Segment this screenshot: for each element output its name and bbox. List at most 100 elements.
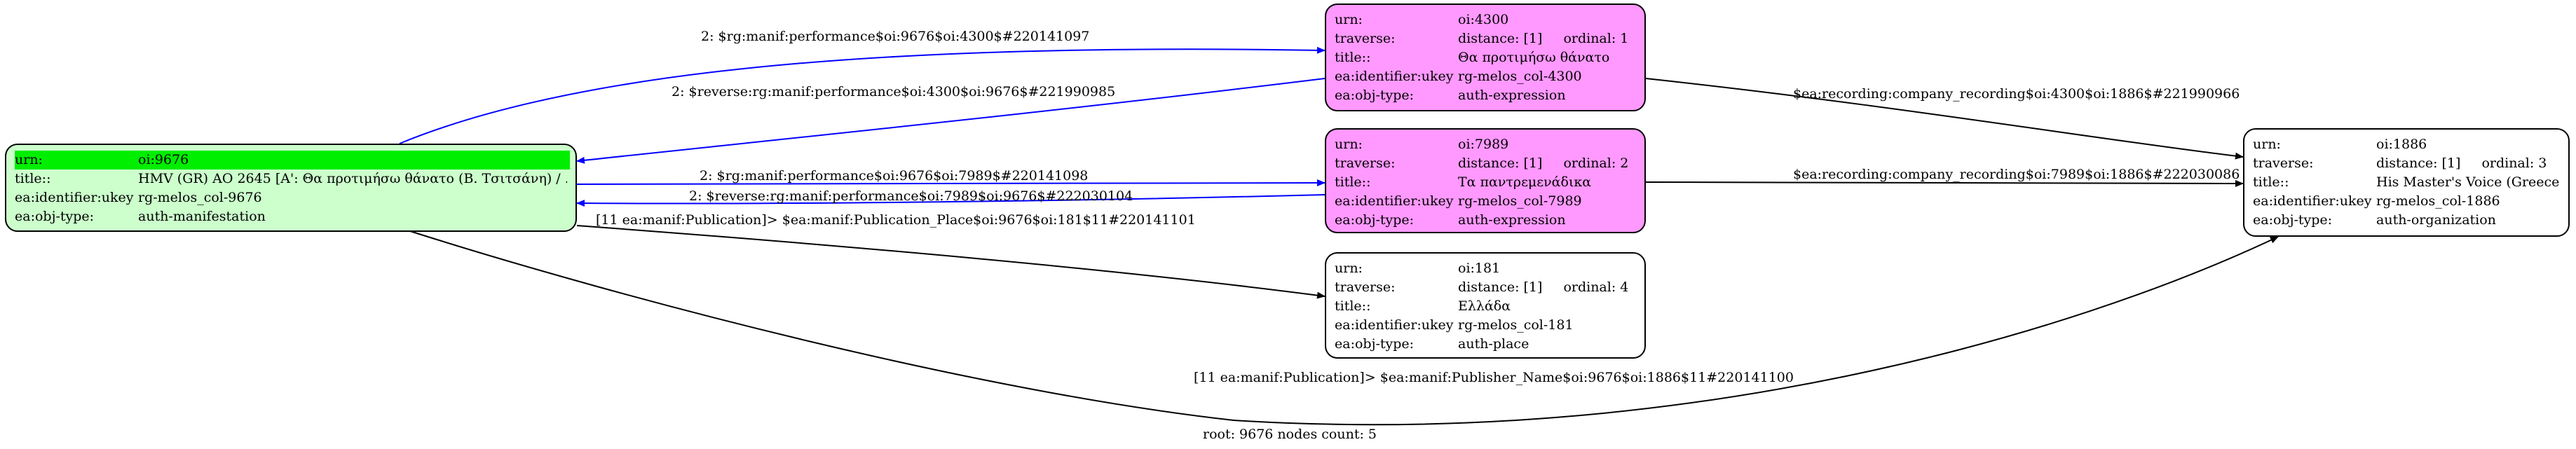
traverse-value: distance: [1] ordinal: 1 — [1458, 29, 1636, 48]
traverse-value: distance: [1] ordinal: 3 — [2376, 154, 2560, 173]
title-key: title:: — [2253, 174, 2289, 190]
edge-performance-4300 — [399, 46, 1326, 144]
ordinal-value: ordinal: 3 — [2481, 156, 2547, 171]
obj-type-key: ea:obj-type: — [2253, 212, 2333, 228]
distance-value: distance: [1] — [2376, 156, 2461, 171]
identifier-value: rg-melos_col-4300 — [1458, 69, 1582, 84]
edge-label-publisher-name: [11 ea:manif:Publication]> $ea:manif:Pub… — [1194, 370, 1794, 385]
edge-reverse-performance-7989 — [576, 194, 1326, 207]
urn-key: urn: — [2253, 137, 2281, 152]
obj-type-value: auth-expression — [1458, 212, 1566, 228]
traverse-value: distance: [1] ordinal: 4 — [1458, 278, 1636, 297]
traverse-key: traverse: — [1335, 156, 1396, 171]
identifier-row: ea:identifier:ukey rg-melos_col-1886 — [2253, 192, 2560, 211]
identifier-value: rg-melos_col-181 — [1458, 317, 1574, 333]
ordinal-value: ordinal: 4 — [1563, 279, 1629, 295]
ordinal-value: ordinal: 2 — [1563, 156, 1629, 171]
urn-row: urn: oi:4300 — [1335, 11, 1636, 29]
graph-caption: root: 9676 nodes count: 5 — [1203, 427, 1377, 442]
node-oi-9676[interactable]: urn: oi:9676 title:: HMV (GR) AO 2645 [Α… — [5, 144, 577, 232]
urn-key: urn: — [15, 152, 43, 167]
obj-type-value: auth-expression — [1458, 88, 1566, 103]
traverse-key: traverse: — [1335, 279, 1396, 295]
obj-type-row: ea:obj-type: auth-organization — [2253, 211, 2560, 230]
identifier-key: ea:identifier:ukey — [1335, 69, 1454, 84]
obj-type-row: ea:obj-type: auth-place — [1335, 335, 1636, 354]
obj-type-row: ea:obj-type: auth-expression — [1335, 86, 1636, 105]
identifier-row: ea:identifier:ukey rg-melos_col-7989 — [1335, 192, 1636, 211]
edge-label-publication-place: [11 ea:manif:Publication]> $ea:manif:Pub… — [596, 212, 1196, 228]
node-oi-1886[interactable]: urn: oi:1886 traverse: distance: [1] ordi… — [2243, 128, 2570, 237]
obj-type-value: auth-place — [1458, 336, 1529, 352]
edge-label-performance-7989: 2: $rg:manif:performance$oi:9676$oi:7989… — [700, 168, 1088, 184]
edge-reverse-performance-4300 — [576, 78, 1326, 164]
node-oi-4300[interactable]: urn: oi:4300 traverse: distance: [1] ordi… — [1325, 4, 1646, 111]
traverse-row: traverse: distance: [1] ordinal: 2 — [1335, 154, 1636, 173]
title-value: Θα προτιμήσω θάνατο — [1458, 50, 1610, 65]
title-row: title:: Ελλάδα — [1335, 297, 1636, 316]
obj-type-row: ea:obj-type: auth-manifestation — [15, 207, 567, 226]
obj-type-key: ea:obj-type: — [1335, 336, 1415, 352]
title-value: Ελλάδα — [1458, 298, 1511, 314]
traverse-row: traverse: distance: [1] ordinal: 3 — [2253, 154, 2560, 173]
identifier-row: ea:identifier:ukey rg-melos_col-181 — [1335, 316, 1636, 335]
edge-recording-4300 — [1645, 78, 2244, 160]
title-value: His Master's Voice (Greece) — [2376, 174, 2560, 190]
obj-type-key: ea:obj-type: — [15, 209, 95, 224]
urn-row: urn: oi:7989 — [1335, 135, 1636, 154]
title-value: HMV (GR) AO 2645 [Α': Θα προτιμήσω θάνατ… — [138, 171, 567, 186]
obj-type-key: ea:obj-type: — [1335, 212, 1415, 228]
distance-value: distance: [1] — [1458, 156, 1543, 171]
urn-value: oi:181 — [1458, 261, 1501, 276]
edge-label-performance-4300: 2: $rg:manif:performance$oi:9676$oi:4300… — [701, 29, 1089, 44]
identifier-value: rg-melos_col-9676 — [138, 190, 262, 205]
node-oi-181[interactable]: urn: oi:181 traverse: distance: [1] ordin… — [1325, 252, 1646, 359]
urn-row: urn: oi:181 — [1335, 259, 1636, 278]
edge-label-reverse-performance-4300: 2: $reverse:rg:manif:performance$oi:4300… — [672, 84, 1115, 99]
obj-type-value: auth-organization — [2376, 212, 2496, 228]
title-value: Τα παντρεμενάδικα — [1458, 174, 1592, 190]
title-key: title:: — [1335, 298, 1371, 314]
traverse-value: distance: [1] ordinal: 2 — [1458, 154, 1636, 173]
title-key: title:: — [15, 171, 51, 186]
urn-row: urn: oi:9676 — [15, 151, 570, 170]
identifier-row: ea:identifier:ukey rg-melos_col-9676 — [15, 188, 567, 207]
traverse-key: traverse: — [1335, 31, 1396, 46]
urn-key: urn: — [1335, 261, 1363, 276]
urn-value: oi:9676 — [138, 152, 189, 167]
urn-value: oi:7989 — [1458, 137, 1509, 152]
title-key: title:: — [1335, 174, 1371, 190]
identifier-key: ea:identifier:ukey — [15, 190, 134, 205]
edge-label-recording-7989: $ea:recording:company_recording$oi:7989$… — [1793, 167, 2240, 182]
title-row: title:: Θα προτιμήσω θάνατο — [1335, 48, 1636, 67]
traverse-row: traverse: distance: [1] ordinal: 4 — [1335, 278, 1636, 297]
title-row: title:: HMV (GR) AO 2645 [Α': Θα προτιμή… — [15, 170, 567, 188]
identifier-row: ea:identifier:ukey rg-melos_col-4300 — [1335, 67, 1636, 86]
identifier-key: ea:identifier:ukey — [1335, 193, 1454, 209]
title-row: title:: His Master's Voice (Greece) — [2253, 173, 2560, 192]
title-row: title:: Τα παντρεμενάδικα — [1335, 173, 1636, 192]
traverse-row: traverse: distance: [1] ordinal: 1 — [1335, 29, 1636, 48]
edge-performance-7989 — [576, 179, 1326, 187]
obj-type-row: ea:obj-type: auth-expression — [1335, 211, 1636, 230]
obj-type-key: ea:obj-type: — [1335, 88, 1415, 103]
identifier-value: rg-melos_col-7989 — [1458, 193, 1582, 209]
urn-key: urn: — [1335, 137, 1363, 152]
obj-type-value: auth-manifestation — [138, 209, 266, 224]
ordinal-value: ordinal: 1 — [1563, 31, 1629, 46]
urn-value: oi:1886 — [2376, 137, 2427, 152]
distance-value: distance: [1] — [1458, 279, 1543, 295]
identifier-key: ea:identifier:ukey — [1335, 317, 1454, 333]
edge-label-recording-4300: $ea:recording:company_recording$oi:4300$… — [1793, 86, 2240, 102]
identifier-key: ea:identifier:ukey — [2253, 193, 2372, 209]
traverse-key: traverse: — [2253, 156, 2314, 171]
node-oi-7989[interactable]: urn: oi:7989 traverse: distance: [1] ordi… — [1325, 128, 1646, 233]
identifier-value: rg-melos_col-1886 — [2376, 193, 2500, 209]
urn-row: urn: oi:1886 — [2253, 135, 2560, 154]
distance-value: distance: [1] — [1458, 31, 1543, 46]
urn-key: urn: — [1335, 12, 1363, 27]
edge-publication-place — [576, 225, 1326, 299]
title-key: title:: — [1335, 50, 1371, 65]
urn-value: oi:4300 — [1458, 12, 1509, 27]
